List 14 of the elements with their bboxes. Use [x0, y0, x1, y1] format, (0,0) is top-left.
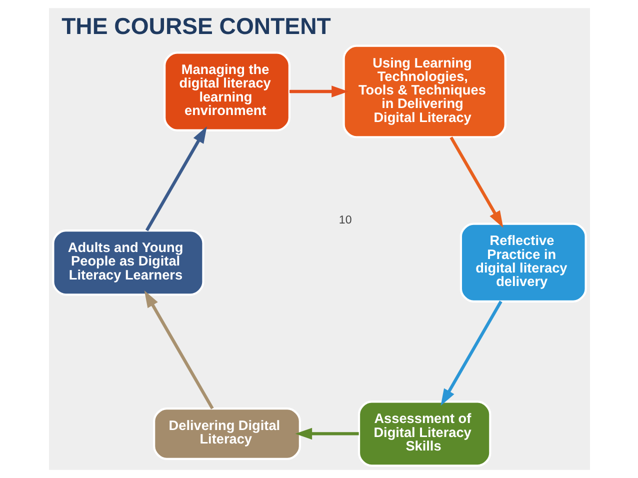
- diagram-title: THE COURSE CONTENT: [61, 12, 330, 39]
- arrow: [144, 126, 206, 232]
- node-box: Delivering Digital Literacy: [152, 408, 300, 460]
- arrow: [144, 290, 214, 410]
- node-box: Assessment of Digital Literacy Skills: [357, 400, 491, 467]
- arrow: [440, 300, 502, 406]
- node-box: Using Learning Technologies, Tools & Techniques in Delivering Digital Literacy: [342, 44, 506, 138]
- arrow: [294, 428, 358, 440]
- arrow: [289, 86, 348, 98]
- node-box: Adults and Young People as Digital Literacy Learners: [52, 230, 204, 296]
- node-box: Reflective Practice in digital literacy delivery: [459, 222, 586, 302]
- label: 10: [338, 214, 352, 227]
- node-box: Managing the digital literacy learning environment: [163, 52, 290, 132]
- arrow: [449, 136, 503, 228]
